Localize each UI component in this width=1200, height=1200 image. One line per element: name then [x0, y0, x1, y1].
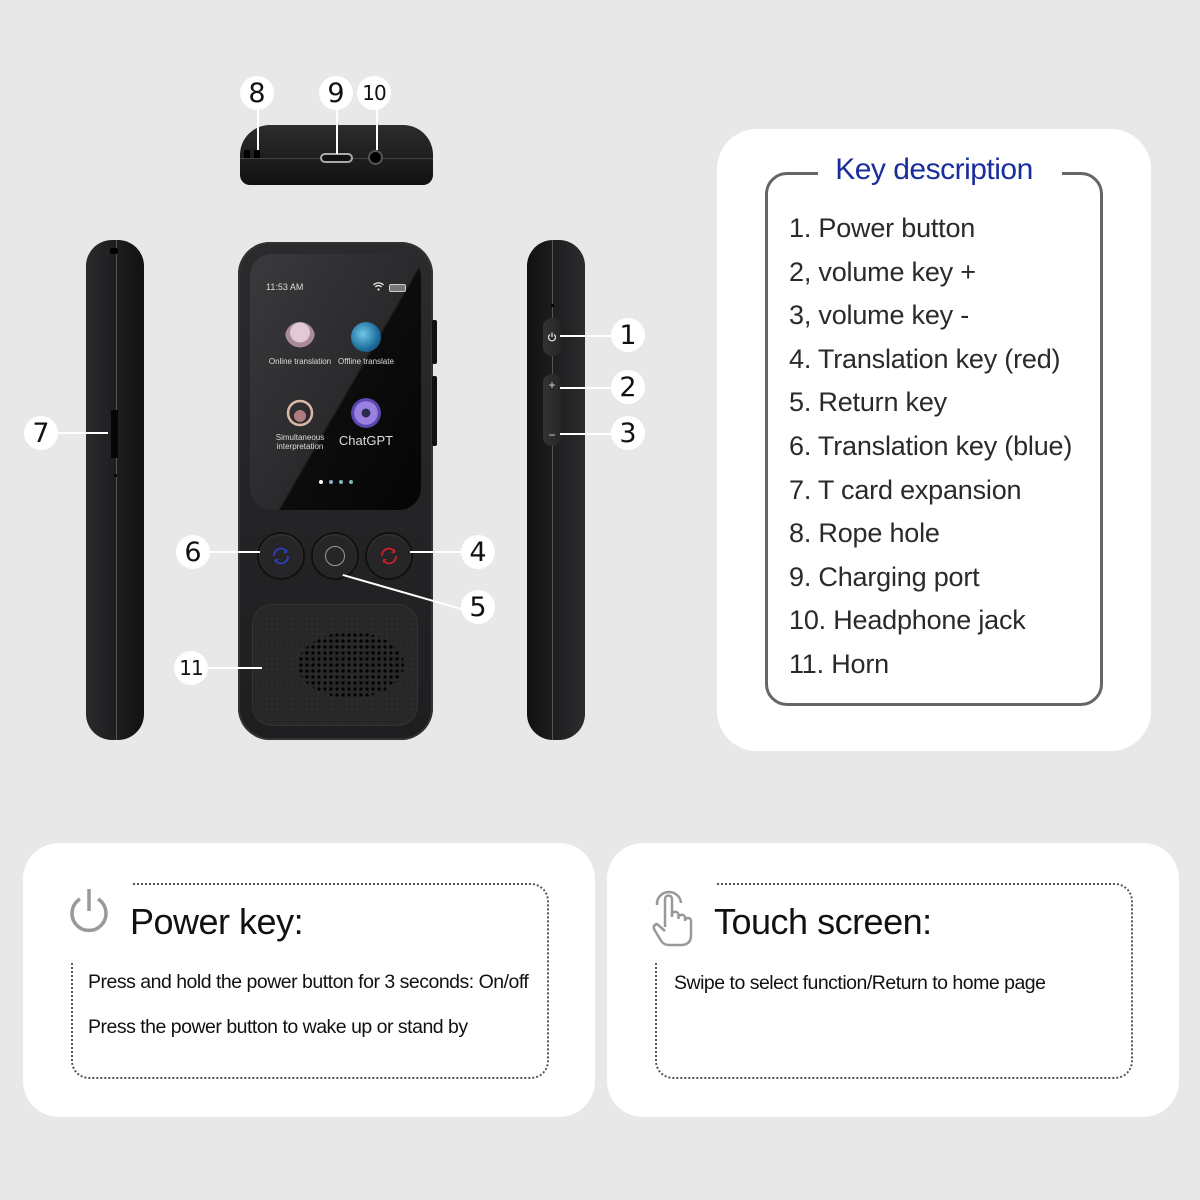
- rope-hole: [244, 150, 250, 158]
- app-chatgpt[interactable]: ChatGPT: [326, 398, 406, 448]
- leader-line: [336, 108, 338, 154]
- t-card-slot: [111, 410, 118, 458]
- speaker-grille: [298, 632, 404, 698]
- power-key-card: Power key: Press and hold the power butt…: [23, 843, 595, 1117]
- dotted-frame: [653, 881, 1133, 1079]
- volume-rocker[interactable]: + −: [543, 374, 561, 446]
- power-icon: [67, 887, 111, 943]
- device-left-side-view: [86, 240, 144, 740]
- page-indicator: [250, 480, 421, 484]
- rope-hole: [254, 150, 260, 158]
- rotate-arrows-icon: [273, 547, 289, 565]
- callout-8: 8: [240, 76, 274, 110]
- leader-line: [410, 551, 462, 553]
- page-dot: [338, 480, 343, 484]
- headphone-jack: [368, 150, 383, 165]
- touch-screen-title: Touch screen:: [714, 901, 932, 942]
- plus-icon[interactable]: +: [548, 378, 556, 392]
- app-label: Online translation: [268, 357, 332, 366]
- touch-hand-icon: [651, 887, 695, 947]
- power-icon: [547, 332, 557, 342]
- key-description-frame: [765, 171, 1103, 706]
- seam-line: [552, 240, 553, 740]
- leader-line: [56, 432, 108, 434]
- dotted-frame: [69, 881, 549, 1079]
- leader-line: [208, 551, 260, 553]
- leader-line: [206, 667, 262, 669]
- page-dot: [348, 480, 353, 484]
- callout-7: 7: [24, 416, 58, 450]
- callout-6: 6: [176, 535, 210, 569]
- list-item: 8. Rope hole: [789, 518, 940, 549]
- power-button[interactable]: [543, 318, 561, 356]
- chat-people-icon: [285, 322, 315, 352]
- app-simultaneous-interpretation[interactable]: Simultaneous interpretation: [260, 398, 340, 452]
- seam-line: [116, 240, 117, 740]
- chatgpt-flower-icon: [351, 398, 381, 428]
- leader-line: [257, 108, 259, 150]
- list-item: 5. Return key: [789, 387, 947, 418]
- globe-icon: [351, 322, 381, 352]
- list-item: 4. Translation key (red): [789, 343, 1061, 374]
- side-button-edge: [432, 320, 437, 364]
- circle-icon: [325, 546, 345, 566]
- list-item: 10. Headphone jack: [789, 605, 1026, 636]
- list-item: 1. Power button: [789, 213, 976, 243]
- list-item: 7. T card expansion: [789, 474, 1022, 505]
- device-right-side-view: + −: [527, 240, 585, 740]
- power-key-line-1: Press and hold the power button for 3 se…: [88, 971, 529, 993]
- wifi-icon: [373, 282, 384, 293]
- list-item: 2, volume key +: [789, 256, 976, 287]
- translation-key-blue[interactable]: [259, 534, 303, 578]
- status-time: 11:53 AM: [266, 282, 304, 292]
- callout-4: 4: [461, 535, 495, 569]
- app-label: ChatGPT: [338, 433, 394, 448]
- key-description-card: Key description 1. Power button 2, volum…: [717, 129, 1151, 751]
- callout-11: 11: [174, 651, 208, 685]
- callout-2: 2: [611, 370, 645, 404]
- list-item: 11. Horn: [789, 648, 889, 679]
- headphones-icon: [285, 398, 315, 428]
- power-key-title: Power key:: [130, 901, 304, 942]
- charging-port: [320, 153, 353, 163]
- key-description-list: 1. Power button 2, volume key + 3, volum…: [789, 207, 1072, 687]
- app-label: Simultaneous interpretation: [275, 433, 325, 451]
- list-item: 6. Translation key (blue): [789, 430, 1073, 461]
- return-key[interactable]: [313, 534, 357, 578]
- callout-5: 5: [461, 590, 495, 624]
- leader-line: [560, 335, 612, 337]
- battery-icon: [389, 283, 406, 292]
- app-offline-translate[interactable]: Offline translate: [326, 322, 406, 367]
- app-online-translation[interactable]: Online translation: [260, 322, 340, 367]
- translation-key-red[interactable]: [367, 534, 411, 578]
- mic-hole: [114, 474, 117, 477]
- list-item: 9. Charging port: [789, 561, 980, 592]
- callout-10: 10: [357, 76, 391, 110]
- app-label: Offline translate: [338, 357, 394, 366]
- power-key-line-2: Press the power button to wake up or sta…: [88, 1016, 468, 1038]
- leader-line: [376, 108, 378, 150]
- mic-hole: [551, 304, 554, 307]
- leader-line: [560, 433, 612, 435]
- list-item: 3, volume key -: [789, 300, 970, 331]
- minus-icon[interactable]: −: [548, 428, 556, 442]
- leader-line: [560, 387, 612, 389]
- rope-hole: [110, 248, 118, 254]
- side-button-edge: [432, 376, 437, 446]
- callout-3: 3: [611, 416, 645, 450]
- rotate-arrows-icon: [381, 547, 397, 565]
- callout-1: 1: [611, 318, 645, 352]
- key-description-title: Key description: [835, 153, 1033, 186]
- device-screen[interactable]: 11:53 AM Online translation Offline tran…: [250, 254, 421, 510]
- touch-screen-line-1: Swipe to select function/Return to home …: [674, 972, 1046, 994]
- page-dot: [318, 480, 323, 484]
- speaker-horn: [252, 604, 418, 726]
- touch-screen-card: Touch screen: Swipe to select function/R…: [607, 843, 1179, 1117]
- page-dot: [328, 480, 333, 484]
- callout-9: 9: [319, 76, 353, 110]
- device-front-view: 11:53 AM Online translation Offline tran…: [238, 242, 437, 740]
